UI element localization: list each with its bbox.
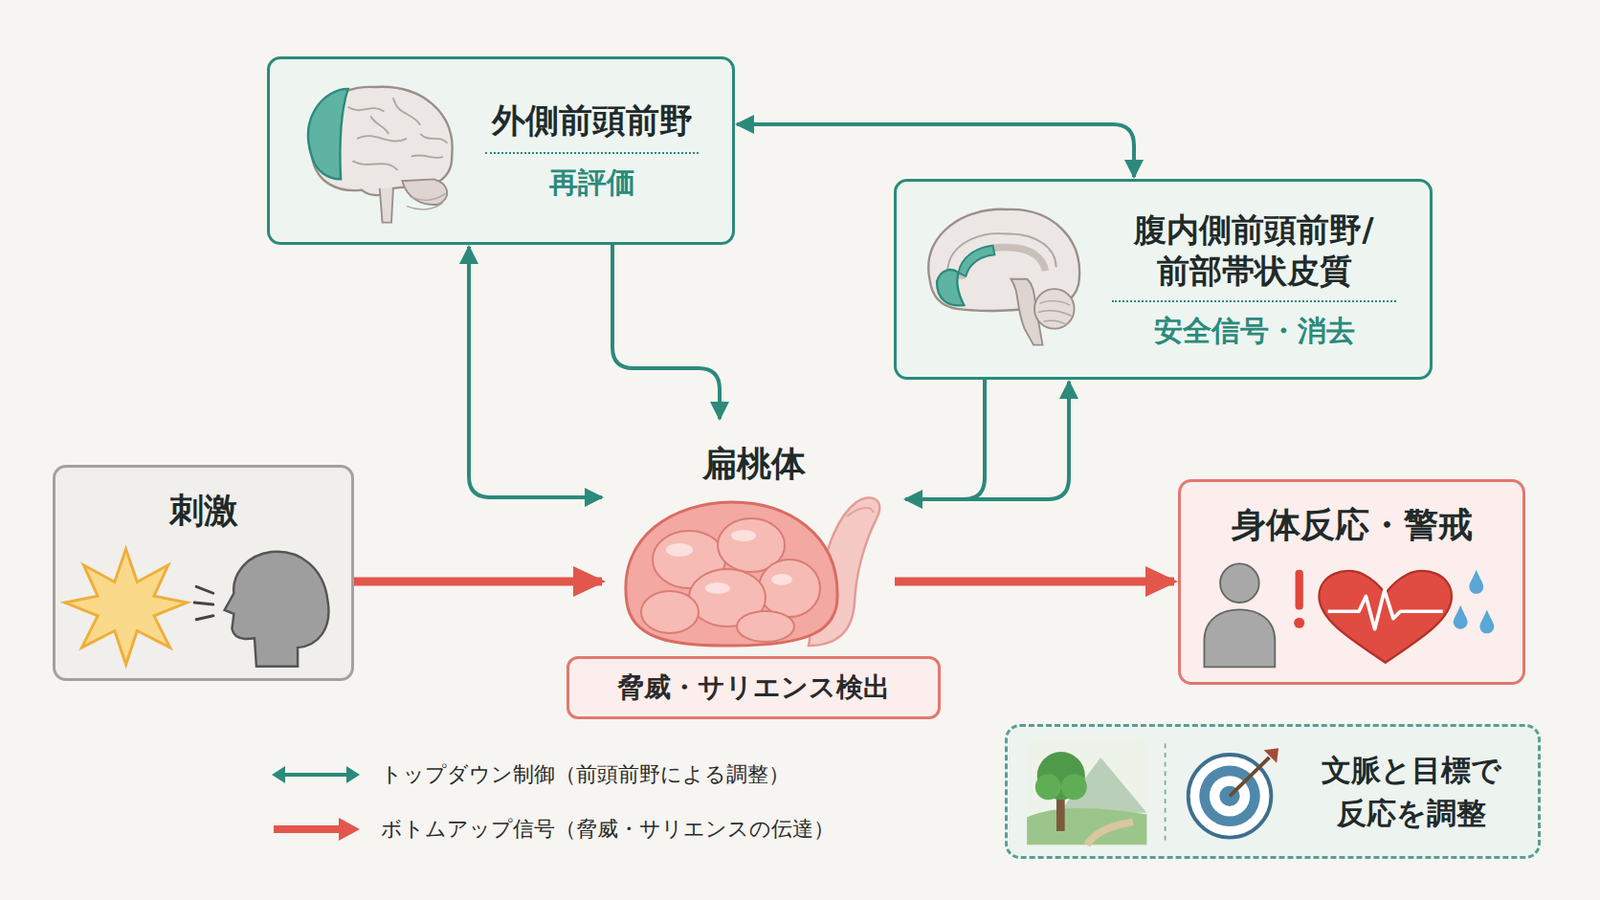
text-column: 外側前頭前野再評価	[466, 59, 718, 243]
legend-sample	[269, 815, 362, 845]
node-heading: 刺激	[55, 488, 352, 533]
legend-text: ボトムアップ信号（脅威・サリエンスの伝達）	[380, 815, 835, 845]
stimulus-illustration	[55, 534, 352, 677]
bottom-up-arrow	[894, 577, 1175, 587]
body-response-icons	[1195, 556, 1512, 672]
legend-row: トップダウン制御（前頭前野による調整）	[269, 755, 790, 795]
top-down-arrow	[905, 381, 1069, 500]
region-name: 腹内側前頭前野/前部帯状皮質	[1122, 209, 1387, 291]
top-down-arrow	[736, 124, 1134, 178]
text-column: 文脈と目標で反応を調整	[1294, 727, 1529, 857]
region-function: 再評価	[485, 152, 699, 201]
node-heading: 身体反応・警戒	[1180, 503, 1523, 547]
node-heading: 扁桃体	[598, 442, 910, 486]
detection-label: 脅威・サリエンス検出	[566, 656, 941, 720]
context-box: 文脈と目標で反応を調整	[1004, 724, 1541, 860]
legend-text: トップダウン制御（前頭前野による調整）	[380, 760, 790, 790]
brain-illustration	[911, 193, 1093, 356]
region-box: 腹内側前頭前野/前部帯状皮質安全信号・消去	[893, 178, 1433, 380]
stimulus-box: 刺激	[52, 465, 355, 682]
amygdala-node: 扁桃体脅威・サリエンス検出	[598, 421, 910, 720]
text-column: 腹内側前頭前野/前部帯状皮質安全信号・消去	[1092, 181, 1416, 378]
context-icons	[1022, 730, 1290, 855]
brain-illustration	[284, 70, 467, 234]
top-down-arrow	[468, 246, 602, 498]
top-down-arrow	[612, 244, 720, 420]
top-down-arrow	[905, 379, 985, 500]
legend-sample	[269, 760, 362, 790]
context-note: 文脈と目標で反応を調整	[1315, 749, 1508, 836]
response-box: 身体反応・警戒	[1177, 479, 1526, 686]
region-function: 安全信号・消去	[1111, 300, 1397, 350]
region-name: 外側前頭前野	[491, 100, 693, 143]
bottom-up-arrow	[354, 577, 602, 587]
legend-row: ボトムアップ信号（脅威・サリエンスの伝達）	[269, 810, 835, 849]
region-box: 外側前頭前野再評価	[266, 56, 735, 245]
amygdala-illustration	[598, 478, 910, 651]
